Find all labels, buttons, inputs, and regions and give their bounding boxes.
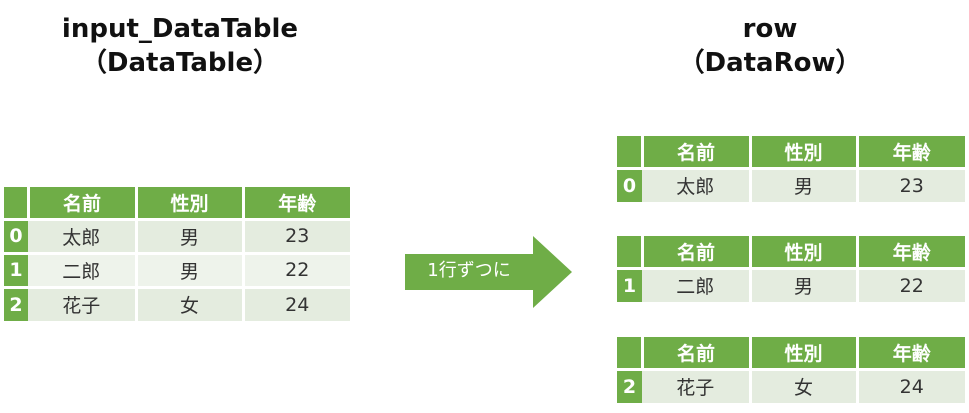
cell-gender: 男 bbox=[750, 168, 859, 202]
datarow-1: 名前 性別 年齢 1 二郎 男 22 bbox=[617, 236, 965, 302]
table-corner bbox=[617, 136, 644, 170]
cell-age: 23 bbox=[243, 219, 350, 255]
cell-name: 二郎 bbox=[642, 268, 752, 302]
column-header-age: 年齢 bbox=[857, 337, 965, 371]
datarow-2: 名前 性別 年齢 2 花子 女 24 bbox=[617, 337, 965, 403]
row-index: 0 bbox=[617, 168, 642, 202]
cell-gender: 男 bbox=[136, 253, 245, 289]
datatable-title: input_DataTable （DataTable） bbox=[0, 12, 360, 80]
cell-gender: 女 bbox=[750, 369, 859, 403]
table-row: 0 太郎 男 23 bbox=[4, 219, 350, 255]
datarow-title-line1: row bbox=[742, 14, 798, 44]
cell-name: 花子 bbox=[642, 369, 752, 403]
datarow-title: row （DataRow） bbox=[630, 12, 910, 80]
cell-age: 23 bbox=[857, 168, 965, 202]
table-row: 2 花子 女 24 bbox=[617, 369, 965, 403]
arrow-label: 1行ずつに bbox=[427, 260, 511, 281]
cell-age: 22 bbox=[857, 268, 965, 302]
column-header-gender: 性別 bbox=[136, 187, 245, 221]
row-index: 1 bbox=[617, 268, 642, 302]
cell-age: 24 bbox=[243, 287, 350, 321]
cell-name: 二郎 bbox=[28, 253, 138, 289]
column-header-age: 年齢 bbox=[243, 187, 350, 221]
table-corner bbox=[617, 236, 644, 270]
table-corner bbox=[617, 337, 644, 371]
cell-name: 太郎 bbox=[28, 219, 138, 255]
cell-gender: 女 bbox=[136, 287, 245, 321]
datarow-0: 名前 性別 年齢 0 太郎 男 23 bbox=[617, 136, 965, 202]
cell-gender: 男 bbox=[750, 268, 859, 302]
column-header-name: 名前 bbox=[642, 136, 752, 170]
row-index: 0 bbox=[4, 219, 28, 255]
column-header-age: 年齢 bbox=[857, 236, 965, 270]
column-header-name: 名前 bbox=[642, 337, 752, 371]
table-row: 2 花子 女 24 bbox=[4, 287, 350, 321]
table-row: 1 二郎 男 22 bbox=[617, 268, 965, 302]
right-arrow-icon bbox=[405, 236, 572, 308]
datatable-title-line2: （DataTable） bbox=[80, 48, 280, 78]
column-header-age: 年齢 bbox=[857, 136, 965, 170]
datarow-title-line2: （DataRow） bbox=[678, 48, 862, 78]
table-row: 1 二郎 男 22 bbox=[4, 253, 350, 289]
input-datatable: 名前 性別 年齢 0 太郎 男 23 1 二郎 男 22 2 花子 女 24 bbox=[4, 187, 350, 321]
datatable-title-line1: input_DataTable bbox=[61, 14, 299, 44]
cell-name: 太郎 bbox=[642, 168, 752, 202]
column-header-name: 名前 bbox=[642, 236, 752, 270]
column-header-gender: 性別 bbox=[750, 136, 859, 170]
row-index: 2 bbox=[617, 369, 642, 403]
column-header-name: 名前 bbox=[28, 187, 138, 221]
column-header-gender: 性別 bbox=[750, 337, 859, 371]
row-index: 1 bbox=[4, 253, 28, 289]
table-corner bbox=[4, 187, 30, 221]
table-row: 0 太郎 男 23 bbox=[617, 168, 965, 202]
cell-age: 24 bbox=[857, 369, 965, 403]
cell-name: 花子 bbox=[28, 287, 138, 321]
cell-age: 22 bbox=[243, 253, 350, 289]
row-index: 2 bbox=[4, 287, 28, 321]
column-header-gender: 性別 bbox=[750, 236, 859, 270]
cell-gender: 男 bbox=[136, 219, 245, 255]
